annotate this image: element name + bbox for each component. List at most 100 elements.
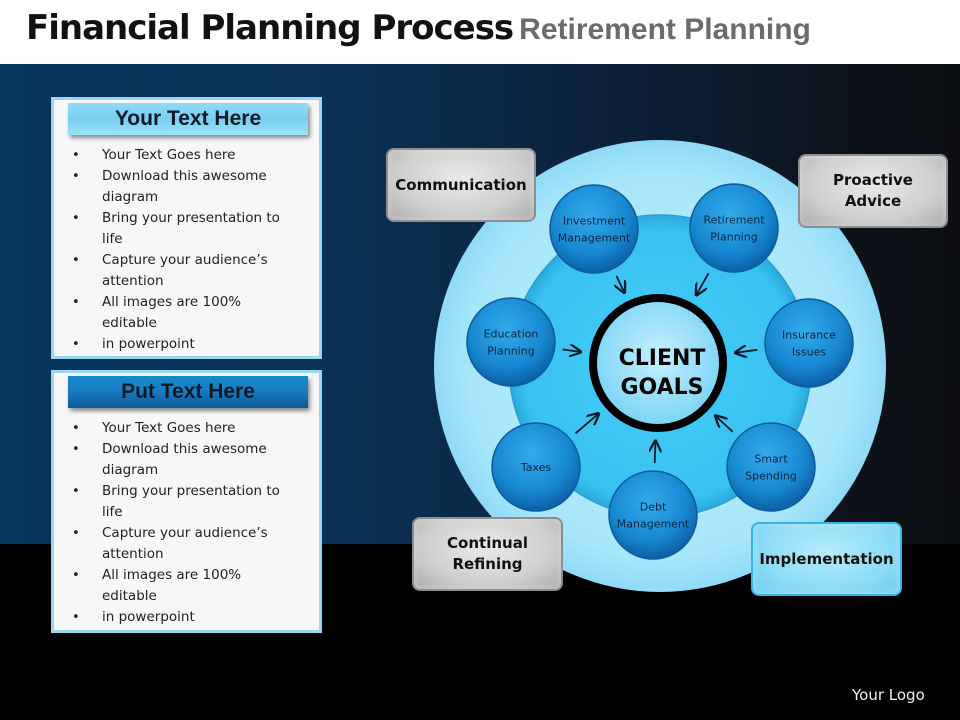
bullet-dot: • [72, 442, 80, 457]
bullet-dot: • [72, 568, 80, 583]
bullet-text-line: All images are 100% [102, 567, 242, 583]
text-box-1-bullets: • Your Text Goes here • Download this aweso… [54, 145, 314, 355]
bullet-text-line: Download this awesome [102, 441, 267, 457]
title-subtitle: Retirement Planning [519, 13, 811, 46]
satellite-label: Management [558, 232, 631, 245]
bullet-dot: • [72, 148, 80, 163]
arrow-icon [574, 414, 599, 434]
bullet-text-line: life [102, 504, 123, 520]
bullet-item: • Your Text Goes here [54, 418, 314, 439]
satellite-circle [726, 422, 816, 512]
label-implementation: Implementation [751, 522, 902, 596]
bullet-text-line: Your Text Goes here [102, 420, 236, 436]
satellite-circle [764, 298, 854, 388]
text-box-2: Put Text Here • Your Text Goes here • Downl… [51, 370, 322, 633]
title-main-text: Financial Planning Process [26, 8, 514, 48]
center-label-line1: CLIENT [619, 346, 706, 371]
logo-placeholder: Your Logo [852, 686, 925, 704]
bullet-text-line: editable [102, 315, 157, 331]
satellite-circle [608, 470, 698, 560]
center-circle [589, 294, 727, 432]
satellite-label: Issues [792, 346, 826, 359]
bullet-text-line: Bring your presentation to [102, 210, 280, 226]
bullet-dot: • [72, 211, 80, 226]
bullet-item: • Download this awesome diagram [54, 166, 314, 208]
satellite-label: Investment [563, 215, 626, 228]
label-text-line: Advice [844, 192, 902, 210]
bullet-item: • Download this awesome diagram [54, 439, 314, 481]
bullet-text-line: Download this awesome [102, 168, 267, 184]
label-text-line: Implementation [759, 549, 894, 568]
satellite-label: Taxes [520, 461, 552, 474]
satellite-label: Planning [710, 231, 757, 244]
arrow-icon [655, 441, 656, 464]
bullet-text-line: diagram [102, 462, 159, 478]
bullet-dot: • [72, 421, 80, 436]
satellite-circle [491, 422, 581, 512]
bullet-text-line: attention [102, 546, 164, 562]
bullet-dot: • [72, 337, 80, 352]
satellites-group: InvestmentManagementRetirementPlanningEd… [466, 183, 854, 560]
satellite-label: Education [484, 328, 539, 341]
bullet-item: • All images are 100% editable [54, 565, 314, 607]
label-text: Communication [395, 175, 526, 196]
bullet-item: •in powerpoint [54, 607, 314, 628]
text-box-1-heading: Your Text Here [68, 103, 308, 135]
bullet-item: • Your Text Goes here [54, 145, 314, 166]
center-label-line2: GOALS [620, 375, 703, 400]
label-text-line: Communication [395, 175, 527, 194]
bullet-text-line: Your Text Goes here [102, 147, 236, 163]
satellite-label: Retirement [703, 214, 765, 227]
bullet-text-line: editable [102, 588, 157, 604]
bullet-dot: • [72, 526, 80, 541]
arrow-icon [616, 275, 624, 293]
satellite-label: Management [617, 518, 690, 531]
bullet-item: • All images are 100% editable [54, 292, 314, 334]
label-text: Implementation [759, 549, 893, 570]
bullet-text-line: Capture your audience’s [102, 525, 268, 541]
bullet-text-line: All images are 100% [102, 294, 242, 310]
arrows-group [562, 272, 758, 464]
text-box-2-bullets: • Your Text Goes here • Download this aweso… [54, 418, 314, 628]
bullet-item: • Bring your presentation to life [54, 208, 314, 250]
satellite-label: Insurance [782, 329, 836, 342]
bullet-text-line: Bring your presentation to [102, 483, 280, 499]
satellite-circle [689, 183, 779, 273]
satellite-label: Debt [640, 501, 667, 514]
bullet-dot: • [72, 169, 80, 184]
label-text-line: Continual [447, 534, 528, 552]
arrow-icon [735, 350, 758, 353]
bullet-text-line: Capture your audience’s [102, 252, 268, 268]
label-communication: Communication [386, 148, 536, 222]
bullet-text-line: in powerpoint [102, 609, 195, 625]
bullet-dot: • [72, 295, 80, 310]
satellite-label: Spending [745, 470, 797, 483]
satellite-label: Planning [487, 345, 534, 358]
bullet-text-line: diagram [102, 189, 159, 205]
satellite-circle [549, 184, 639, 274]
bullet-item: • Capture your audience’s attention [54, 523, 314, 565]
bullet-item: • Bring your presentation to life [54, 481, 314, 523]
bullet-text-line: life [102, 231, 123, 247]
satellite-taxes: Taxes [491, 422, 581, 512]
bullet-dot: • [72, 484, 80, 499]
text-box-2-heading: Put Text Here [68, 376, 308, 408]
arrow-icon [696, 272, 710, 295]
bullet-text-line: attention [102, 273, 164, 289]
satellite-label: Smart [754, 453, 788, 466]
text-box-1: Your Text Here • Your Text Goes here • Down… [51, 97, 322, 359]
center-node: CLIENT GOALS [589, 294, 727, 432]
label-text-line: Proactive [833, 171, 913, 189]
bullet-item: •in powerpoint [54, 334, 314, 355]
